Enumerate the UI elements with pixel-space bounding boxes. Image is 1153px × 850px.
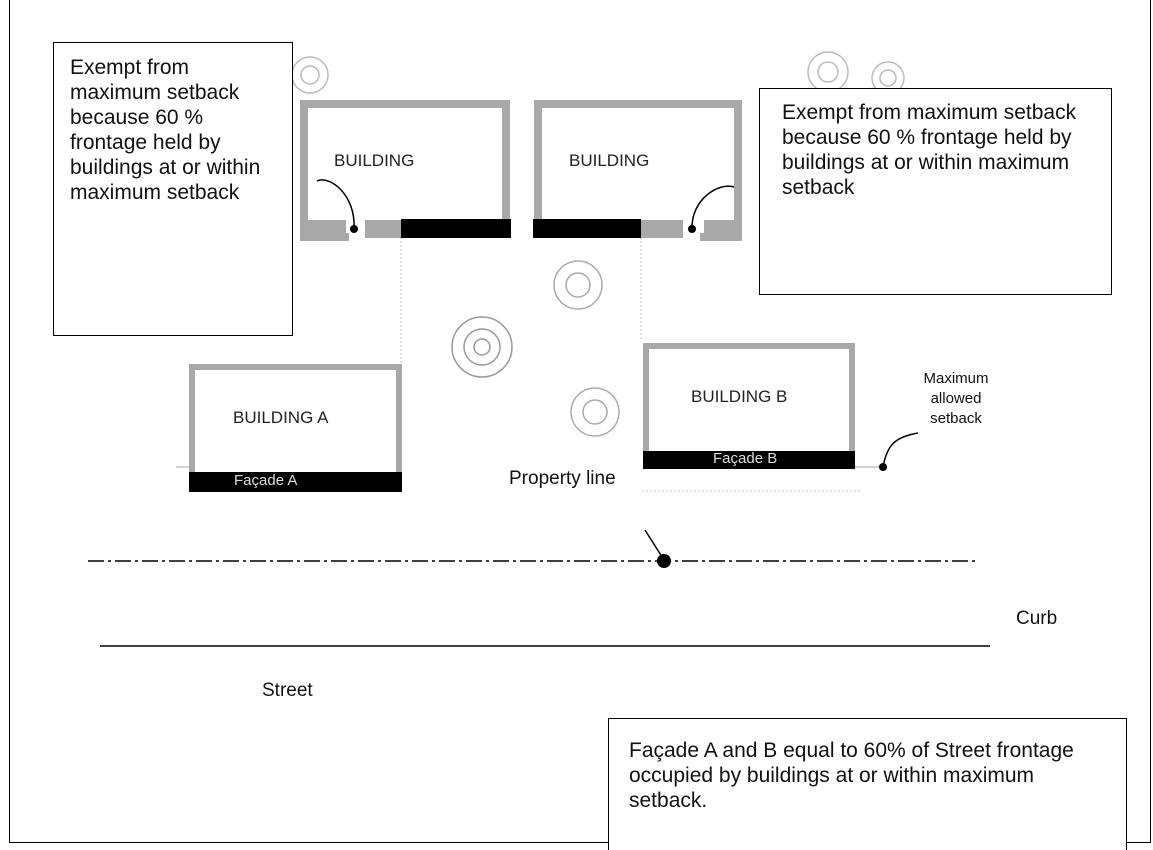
tree-icon: [807, 51, 849, 93]
building-label: BUILDING: [569, 151, 650, 170]
max-setback-line-1: Maximum: [923, 370, 989, 387]
street-label: Street: [262, 680, 313, 701]
facade-a-label: Façade A: [234, 472, 298, 489]
facade-b-label: Façade B: [713, 450, 778, 467]
facade-strip: [401, 219, 511, 238]
building-top-left: [300, 100, 511, 241]
building-top-right: [533, 100, 742, 241]
property-line-label: Property line: [509, 468, 616, 489]
curb-label: Curb: [1016, 608, 1058, 629]
tree-icon: [553, 260, 603, 310]
tree-icon: [570, 387, 620, 437]
tree-icon: [451, 316, 513, 378]
exemption-note-left: Exempt from maximum setback because 60 %…: [53, 42, 293, 336]
setback-leader: [882, 432, 919, 468]
building-a: [189, 364, 402, 492]
exemption-note-right: Exempt from maximum setback because 60 %…: [759, 88, 1112, 295]
facade-b-strip: [643, 451, 855, 469]
tree-icon: [291, 56, 329, 94]
diagram-frame: [9, 0, 1151, 843]
facade-a-strip: [189, 472, 402, 492]
facade-strip: [533, 219, 641, 238]
building-a-label: BUILDING A: [233, 408, 329, 427]
max-setback-line-3: setback: [930, 410, 982, 427]
property-line-point: [657, 554, 671, 568]
facade-summary-note: Façade A and B equal to 60% of Street fr…: [608, 718, 1127, 850]
building-b: [643, 343, 855, 469]
building-b-label: BUILDING B: [691, 387, 788, 406]
max-setback-label: Maximum allowed setback: [916, 369, 996, 429]
max-setback-line-2: allowed: [930, 390, 982, 407]
building-label: BUILDING: [334, 151, 415, 170]
